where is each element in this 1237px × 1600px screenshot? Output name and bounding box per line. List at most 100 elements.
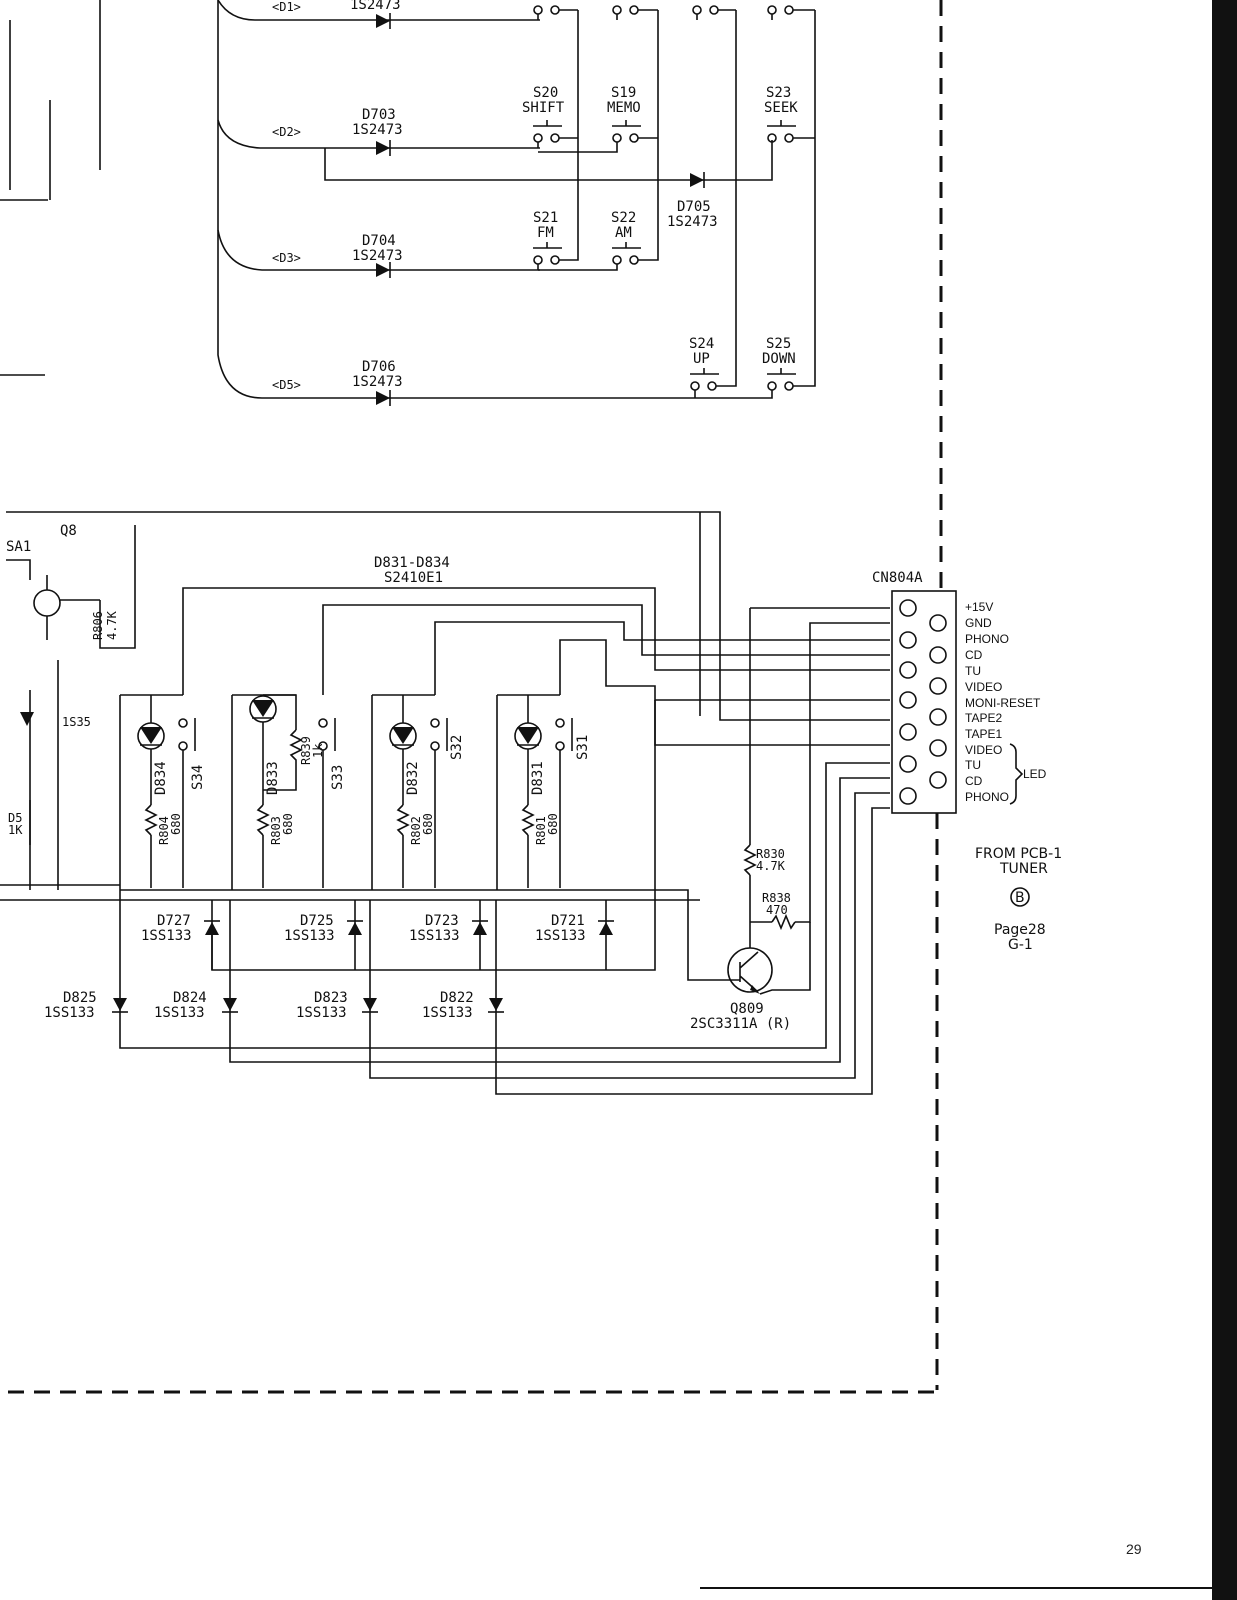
d721-ref: D721 xyxy=(551,913,585,929)
switch-s34 xyxy=(178,718,196,888)
s24-name: UP xyxy=(693,351,710,367)
r804-ref: R804 xyxy=(157,816,171,845)
from-note: FROM PCB-1 TUNER B Page28 G-1 xyxy=(975,846,1062,953)
switch-s33 xyxy=(318,718,336,888)
diode-d727 xyxy=(204,920,220,935)
s20-name: SHIFT xyxy=(522,100,565,116)
switch-s20 xyxy=(533,120,562,148)
pin-label: TU xyxy=(965,758,981,772)
pin-label: +15V xyxy=(965,600,993,614)
d704-part: 1S2473 xyxy=(352,248,403,264)
d723-part: 1SS133 xyxy=(409,928,460,944)
s22-name: AM xyxy=(615,225,632,241)
d727-ref: D727 xyxy=(157,913,191,929)
connector-ref: CN804A xyxy=(872,570,923,586)
s33-ref: S33 xyxy=(330,765,346,790)
from-note-line1: FROM PCB-1 xyxy=(975,846,1062,862)
d727-part: 1SS133 xyxy=(141,928,192,944)
switch-s19 xyxy=(538,120,641,153)
steering-diodes: D727 1SS133 D725 1SS133 D723 1SS133 D721… xyxy=(44,762,890,1095)
top-cut-part: 1S2473 xyxy=(350,0,401,13)
led-bracket-label: LED xyxy=(1023,767,1047,781)
d823-ref: D823 xyxy=(314,990,348,1006)
d706-ref: D706 xyxy=(362,359,396,375)
led-d834 xyxy=(137,695,165,805)
badge-circle xyxy=(1010,887,1030,907)
from-note-page: Page28 xyxy=(994,922,1046,938)
left-ss-ref: 1S35 xyxy=(62,715,91,729)
left-r806-ref: R806 xyxy=(91,611,105,640)
left-r806-value: 4.7K xyxy=(105,610,119,640)
pin-label: MONI-RESET xyxy=(965,696,1041,710)
d704-ref: D704 xyxy=(362,233,396,249)
d703-part: 1S2473 xyxy=(352,122,403,138)
s25-ref: S25 xyxy=(766,336,791,352)
from-note-line2: TUNER xyxy=(999,861,1048,877)
s19-ref: S19 xyxy=(611,85,636,101)
page-number: 29 xyxy=(1126,1541,1142,1557)
pin-label: VIDEO xyxy=(965,680,1002,694)
diode-d7xx-top xyxy=(376,13,391,29)
d822-part: 1SS133 xyxy=(422,1005,473,1021)
r803-value: 680 xyxy=(281,813,295,835)
s25-name: DOWN xyxy=(762,351,796,367)
diode-d704 xyxy=(376,262,391,278)
led-group-refs: D831-D834 xyxy=(374,555,450,571)
top-row-switch-contacts xyxy=(533,5,815,20)
s23-ref: S23 xyxy=(766,85,791,101)
connector-cn804a: CN804A +15V GND PHONO CD TU VIDEO MONI-R… xyxy=(872,570,1047,814)
s19-name: MEMO xyxy=(607,100,641,116)
switch-s32 xyxy=(430,718,448,888)
d832-ref: D832 xyxy=(405,761,421,795)
led-switch-block: D831-D834 S2410E1 xyxy=(119,512,890,981)
pin-label: PHONO xyxy=(965,790,1009,804)
diode-d822 xyxy=(488,998,504,1013)
r802-value: 680 xyxy=(421,813,435,835)
d725-ref: D725 xyxy=(300,913,334,929)
scan-edge xyxy=(1212,0,1237,1600)
pin-label: PHONO xyxy=(965,632,1009,646)
pin-label: TU xyxy=(965,664,981,678)
from-note-grid: G-1 xyxy=(1008,937,1033,953)
r838-value: 470 xyxy=(766,903,788,917)
pin-label: TAPE2 xyxy=(965,711,1002,725)
transistor-q809 xyxy=(727,922,811,995)
key-matrix: 1S2473 <D1> <D2> <D3> <D5> D703 1S2473 D… xyxy=(217,0,816,406)
left-q-part: SA1 xyxy=(6,539,31,555)
resistor-r802 xyxy=(396,804,410,888)
transistor-stage: R830 4.7K R838 470 Q809 2SC3311A (R) xyxy=(654,607,890,1032)
pin-label: CD xyxy=(965,648,983,662)
r802-ref: R802 xyxy=(409,816,423,845)
from-note-badge: B xyxy=(1015,890,1025,906)
switch-s23 xyxy=(767,120,796,143)
resistor-r803 xyxy=(256,804,270,888)
d824-part: 1SS133 xyxy=(154,1005,205,1021)
led-d831 xyxy=(514,695,542,805)
d705-part: 1S2473 xyxy=(667,214,718,230)
s23-name: SEEK xyxy=(764,100,798,116)
s20-ref: S20 xyxy=(533,85,558,101)
d725-part: 1SS133 xyxy=(284,928,335,944)
q809-part: 2SC3311A (R) xyxy=(690,1016,791,1032)
switch-s21 xyxy=(533,242,562,270)
r838-ref: R838 xyxy=(762,891,791,905)
r801-value: 680 xyxy=(546,813,560,835)
resistor-r839 xyxy=(289,729,303,770)
s21-name: FM xyxy=(537,225,554,241)
net-label-d5: <D5> xyxy=(272,378,301,392)
q809-ref: Q809 xyxy=(730,1001,764,1017)
pcb-border-dashed xyxy=(8,0,943,1394)
d824-ref: D824 xyxy=(173,990,207,1006)
d723-ref: D723 xyxy=(425,913,459,929)
s22-ref: S22 xyxy=(611,210,636,226)
d721-part: 1SS133 xyxy=(535,928,586,944)
net-label-d2: <D2> xyxy=(272,125,301,139)
d833-ref: D833 xyxy=(265,761,281,795)
r839-ref: R839 xyxy=(299,736,313,765)
pin-label: VIDEO xyxy=(965,743,1002,757)
pin-label: CD xyxy=(965,774,983,788)
net-label-d1: <D1> xyxy=(272,0,301,14)
d703-ref: D703 xyxy=(362,107,396,123)
r830-value: 4.7K xyxy=(756,859,786,873)
